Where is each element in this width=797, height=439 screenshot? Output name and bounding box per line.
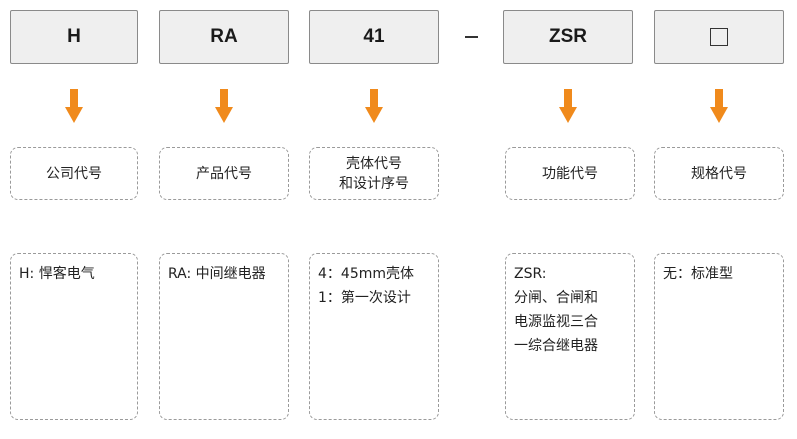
empty-square-icon	[710, 28, 728, 46]
desc-box-product: RA: 中间继电器	[159, 253, 289, 420]
desc-box-company: H: 悍客电气	[10, 253, 138, 420]
label-box-company-code: 公司代号	[10, 147, 138, 200]
label-text: 产品代号	[196, 165, 252, 182]
desc-text: 电源监视三合	[514, 314, 598, 330]
desc-text: RA: 中间继电器	[168, 266, 266, 282]
separator-dash	[465, 36, 478, 38]
label-box-function-code: 功能代号	[505, 147, 635, 200]
desc-box-function: ZSR: 分闸、合闸和 电源监视三合 一综合继电器	[505, 253, 635, 420]
label-box-product-code: 产品代号	[159, 147, 289, 200]
down-arrow-icon	[710, 89, 728, 123]
code-box-zsr: ZSR	[503, 10, 633, 64]
desc-text: 无：标准型	[663, 266, 733, 282]
code-text: 41	[363, 26, 385, 47]
desc-box-housing: 4：45mm壳体 1：第一次设计	[309, 253, 439, 420]
code-text: ZSR	[549, 26, 587, 47]
down-arrow-icon	[559, 89, 577, 123]
label-box-spec-code: 规格代号	[654, 147, 784, 200]
down-arrow-icon	[215, 89, 233, 123]
label-text: 和设计序号	[339, 175, 409, 192]
desc-text: 1：第一次设计	[318, 290, 411, 306]
desc-text: 分闸、合闸和	[514, 290, 598, 306]
label-text: 公司代号	[46, 165, 102, 182]
label-text: 壳体代号	[346, 155, 402, 172]
down-arrow-icon	[65, 89, 83, 123]
code-text: H	[67, 26, 81, 47]
down-arrow-icon	[365, 89, 383, 123]
label-text: 规格代号	[691, 165, 747, 182]
code-text: RA	[210, 26, 238, 47]
code-box-41: 41	[309, 10, 439, 64]
code-box-ra: RA	[159, 10, 289, 64]
desc-box-spec: 无：标准型	[654, 253, 784, 420]
label-box-housing-code: 壳体代号 和设计序号	[309, 147, 439, 200]
desc-text: ZSR:	[514, 266, 547, 282]
desc-text: 一综合继电器	[514, 338, 598, 354]
label-text: 功能代号	[542, 165, 598, 182]
desc-text: 4：45mm壳体	[318, 266, 414, 282]
code-box-spec	[654, 10, 784, 64]
desc-text: H: 悍客电气	[19, 266, 95, 282]
code-box-h: H	[10, 10, 138, 64]
